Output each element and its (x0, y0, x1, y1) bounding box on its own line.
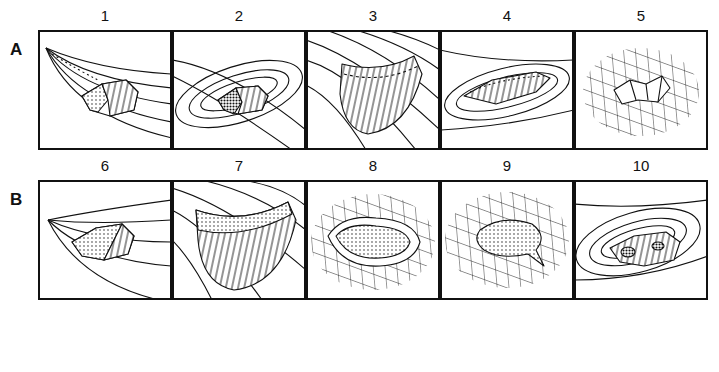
figure-panel: 3 (306, 30, 440, 150)
web-sketch (583, 48, 699, 136)
figure-panel: 10 (574, 180, 708, 300)
leaf-sketch (441, 50, 573, 131)
leaf-sketch (46, 48, 171, 138)
figure-panel: 2 (172, 30, 306, 150)
leaf-sketch (307, 31, 439, 149)
panel-number: 1 (40, 7, 170, 25)
panel-number: 3 (308, 7, 438, 25)
leaf-sketch (173, 181, 305, 299)
leaf-sketch (173, 47, 305, 149)
figure-panel: 7 (172, 180, 306, 300)
panel-number: 8 (308, 157, 438, 175)
panel-number: 4 (442, 7, 572, 25)
panel-number: 7 (174, 157, 304, 175)
panel-number: 2 (174, 7, 304, 25)
figure-panel: 1 (38, 30, 172, 150)
figure-panel: 8 (306, 180, 440, 300)
row-label: A (10, 40, 22, 60)
figure-panel: 6 (38, 180, 172, 300)
web-sketch (311, 194, 435, 290)
figure-panel: 5 (574, 30, 708, 150)
panel-number: 6 (40, 157, 170, 175)
leaf-sketch (48, 200, 171, 299)
figure-panel: 9 (440, 180, 574, 300)
row-label: B (10, 190, 22, 210)
web-sketch (445, 192, 569, 288)
panel-number: 9 (442, 157, 572, 175)
figure-panel: 4 (440, 30, 574, 150)
panel-number: 10 (576, 157, 706, 175)
leaf-sketch (575, 196, 707, 289)
panel-number: 5 (576, 7, 706, 25)
